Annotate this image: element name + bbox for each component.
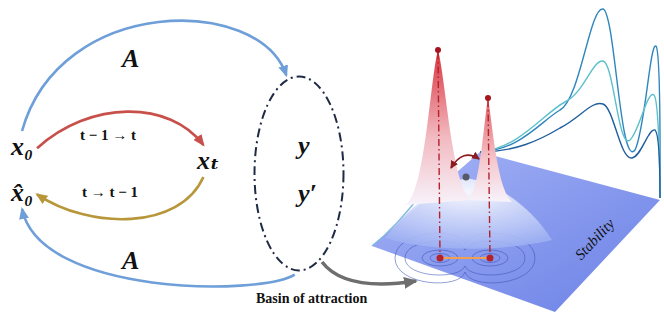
ellipse-outline: [253, 75, 345, 272]
math-symbol: y′: [297, 181, 318, 207]
ellipse-outline: [255, 77, 344, 271]
profile-curves: [372, 9, 660, 246]
peak-surface: [468, 98, 512, 202]
stability-plane: [372, 152, 660, 312]
peak-tip: [435, 47, 441, 53]
attractor-dot: [487, 255, 494, 262]
step-label: t → t − 1: [82, 185, 138, 200]
math-symbol-node: x̂₀: [10, 180, 34, 206]
basin-arrow: [322, 262, 416, 284]
math-symbol: y: [297, 133, 311, 159]
peak-tip: [485, 95, 491, 101]
math-symbol: x₀: [10, 134, 34, 160]
state-dot: [463, 174, 470, 181]
output-ellipse: y y′: [253, 75, 345, 272]
transition-arc: [37, 177, 203, 219]
step-label: t − 1 → t: [80, 128, 136, 143]
attractor-dot: [437, 255, 444, 262]
basin-mound: [385, 178, 552, 249]
transition-arrow: [451, 155, 479, 168]
transition-arc: [22, 209, 295, 286]
projection-lines: [438, 52, 490, 256]
operator-label: A: [122, 248, 139, 274]
transition-arc: [37, 112, 203, 149]
math-symbol: xₜ: [196, 148, 221, 174]
operator-label: A: [122, 46, 139, 72]
math-symbol-node: xₜ: [196, 148, 221, 174]
arrow-caption: Basin of attraction: [256, 292, 367, 306]
math-symbol: x̂₀: [10, 180, 34, 206]
math-symbol-node: x₀: [10, 134, 34, 160]
basin-link: [440, 257, 490, 259]
